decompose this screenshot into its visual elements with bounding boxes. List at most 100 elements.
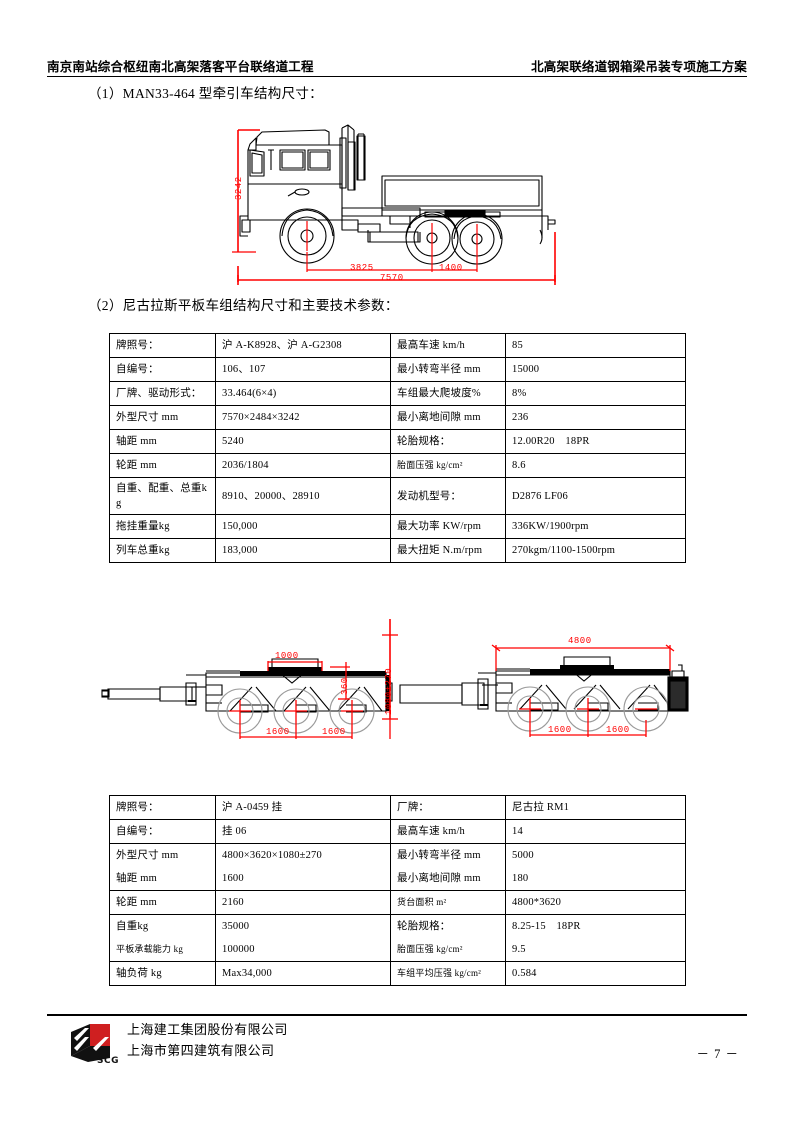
cell-label: 自编号： [109, 357, 216, 382]
cell-label: 最高车速 km/h [390, 333, 506, 358]
table-row: 牌照号： 沪 A-0459 挂 厂牌： 尼古拉 RM1 [109, 795, 686, 820]
dim-trailer-axle-b: 1600 [606, 725, 630, 735]
table-row: 自编号： 106、107 最小转弯半径 mm 15000 [109, 357, 686, 382]
cell-value: 150,000 [215, 514, 391, 539]
cell-value: 12.00R20 18PR [505, 429, 686, 454]
cell-value: 4800×3620×1080±270 [215, 843, 391, 867]
cell-value: 336KW/1900rpm [505, 514, 686, 539]
tractor-spec-table: 牌照号： 沪 A-K8928、沪 A-G2308 最高车速 km/h 85 自编… [109, 333, 686, 563]
cell-label: 最小转弯半径 mm [390, 357, 506, 382]
cell-value: 183,000 [215, 538, 391, 563]
header-right-title: 北高架联络道钢箱梁吊装专项施工方案 [531, 60, 747, 74]
dim-trailer-left-deck-width: 1000 [275, 651, 299, 661]
cell-value: 2036/1804 [215, 453, 391, 478]
cell-value: 9.5 [505, 938, 686, 962]
tractor-drawing-svg [232, 124, 556, 285]
cell-label: 货台面积 m² [390, 890, 506, 915]
dim-tractor-length-overall: 7570 [380, 273, 404, 283]
cell-value: 8910、20000、28910 [215, 477, 391, 515]
cell-label: 拖挂重量kg [109, 514, 216, 539]
table-row: 厂牌、驱动形式： 33.464(6×4) 车组最大爬坡度% 8% [109, 381, 686, 406]
dim-tractor-axle-spacing-rear: 1400 [439, 263, 463, 273]
trailer-elevation-figure: 1000 360 1080±270 1600 1600 4800 1600 16… [100, 615, 690, 780]
table-row: 外型尺寸 mm 7570×2484×3242 最小离地间隙 mm 236 [109, 405, 686, 430]
footer-divider-rule [47, 1014, 747, 1016]
section-caption-1: （1）MAN33-464 型牵引车结构尺寸： [88, 86, 323, 101]
footer-company-line-2: 上海市第四建筑有限公司 [127, 1044, 275, 1059]
cell-value: 14 [505, 819, 686, 844]
cell-value: D2876 LF06 [505, 477, 686, 515]
tractor-elevation-figure: 3242 3825 1400 7570 [230, 120, 560, 288]
cell-label: 最大扭矩 N.m/rpm [390, 538, 506, 563]
cell-value: 180 [505, 867, 686, 891]
cell-label: 最小离地间隙 mm [390, 867, 506, 891]
table-row: 轴距 mm 5240 轮胎规格： 12.00R20 18PR [109, 429, 686, 454]
cell-label: 轮距 mm [109, 453, 216, 478]
dim-trailer-axle-a: 1600 [548, 725, 572, 735]
table-row: 轮距 mm 2036/1804 胎面压强 kg/cm² 8.6 [109, 453, 686, 478]
section-caption-2: （2）尼古拉斯平板车组结构尺寸和主要技术参数： [88, 298, 399, 313]
cell-value: 5240 [215, 429, 391, 454]
table-row: 自重、配重、总重kg 8910、20000、28910 发动机型号： D2876… [109, 477, 686, 515]
cell-label: 最高车速 km/h [390, 819, 506, 844]
cell-value: 85 [505, 333, 686, 358]
cell-value: 100000 [215, 938, 391, 962]
cell-label: 车组最大爬坡度% [390, 381, 506, 406]
svg-text:SCG: SCG [97, 1056, 119, 1064]
cell-value: 沪 A-0459 挂 [215, 795, 391, 820]
cell-label: 平板承载能力 kg [109, 938, 216, 962]
cell-label: 自重、配重、总重kg [109, 477, 216, 515]
dim-trailer-left-axle-a: 1600 [266, 727, 290, 737]
cell-value: 7570×2484×3242 [215, 405, 391, 430]
dim-trailer-left-height-range: 1080±270 [384, 667, 394, 715]
table-row: 列车总重kg 183,000 最大扭矩 N.m/rpm 270kgm/1100-… [109, 538, 686, 563]
trailer-spec-table: 牌照号： 沪 A-0459 挂 厂牌： 尼古拉 RM1 自编号： 挂 06 最高… [109, 795, 686, 986]
cell-value: 33.464(6×4) [215, 381, 391, 406]
cell-value: 35000 [215, 914, 391, 938]
cell-label: 外型尺寸 mm [109, 405, 216, 430]
dim-trailer-platform-length: 4800 [568, 636, 592, 646]
cell-value: 尼古拉 RM1 [505, 795, 686, 820]
cell-label: 最小转弯半径 mm [390, 843, 506, 867]
cell-value: 15000 [505, 357, 686, 382]
cell-label: 发动机型号： [390, 477, 506, 515]
table-row: 轴负荷 kg Max34,000 车组平均压强 kg/cm² 0.584 [109, 961, 686, 986]
cell-label: 轴距 mm [109, 867, 216, 891]
cell-label: 牌照号： [109, 333, 216, 358]
cell-value: 挂 06 [215, 819, 391, 844]
cell-label: 轮胎规格： [390, 429, 506, 454]
cell-value: Max34,000 [215, 961, 391, 986]
header-divider-rule [47, 76, 747, 77]
footer-company-block: 上海建工集团股份有限公司 上海市第四建筑有限公司 [127, 1020, 288, 1062]
dim-tractor-height: 3242 [234, 176, 244, 200]
cell-value: 106、107 [215, 357, 391, 382]
table-row: 牌照号： 沪 A-K8928、沪 A-G2308 最高车速 km/h 85 [109, 333, 686, 358]
cell-value: 0.584 [505, 961, 686, 986]
cell-label: 胎面压强 kg/cm² [390, 453, 506, 478]
cell-label: 外型尺寸 mm [109, 843, 216, 867]
cell-label: 车组平均压强 kg/cm² [390, 961, 506, 986]
table-row: 轮距 mm 2160 货台面积 m² 4800*3620 [109, 890, 686, 915]
cell-label: 列车总重kg [109, 538, 216, 563]
page-header: 南京南站综合枢纽南北高架落客平台联络道工程 北高架联络道钢箱梁吊装专项施工方案 [47, 56, 747, 75]
table-row: 平板承载能力 kg 100000 胎面压强 kg/cm² 9.5 [109, 938, 686, 962]
table-row: 外型尺寸 mm 4800×3620×1080±270 最小转弯半径 mm 500… [109, 843, 686, 867]
footer-company-line-1: 上海建工集团股份有限公司 [127, 1023, 288, 1038]
cell-value: 2160 [215, 890, 391, 915]
cell-value: 沪 A-K8928、沪 A-G2308 [215, 333, 391, 358]
dim-tractor-wheelbase-front: 3825 [350, 263, 374, 273]
cell-label: 轴负荷 kg [109, 961, 216, 986]
header-left-title: 南京南站综合枢纽南北高架落客平台联络道工程 [47, 60, 314, 74]
cell-label: 轴距 mm [109, 429, 216, 454]
cell-value: 4800*3620 [505, 890, 686, 915]
table-row: 自重kg 35000 轮胎规格： 8.25-15 18PR [109, 914, 686, 938]
table-row: 轴距 mm 1600 最小离地间隙 mm 180 [109, 867, 686, 891]
cell-value: 8.25-15 18PR [505, 914, 686, 938]
table-row: 拖挂重量kg 150,000 最大功率 KW/rpm 336KW/1900rpm [109, 514, 686, 539]
dim-trailer-left-axle-b: 1600 [322, 727, 346, 737]
cell-label: 厂牌、驱动形式： [109, 381, 216, 406]
table-row: 自编号： 挂 06 最高车速 km/h 14 [109, 819, 686, 844]
cell-label: 最小离地间隙 mm [390, 405, 506, 430]
cell-value: 270kgm/1100-1500rpm [505, 538, 686, 563]
trailer-drawing-svg [101, 619, 689, 739]
